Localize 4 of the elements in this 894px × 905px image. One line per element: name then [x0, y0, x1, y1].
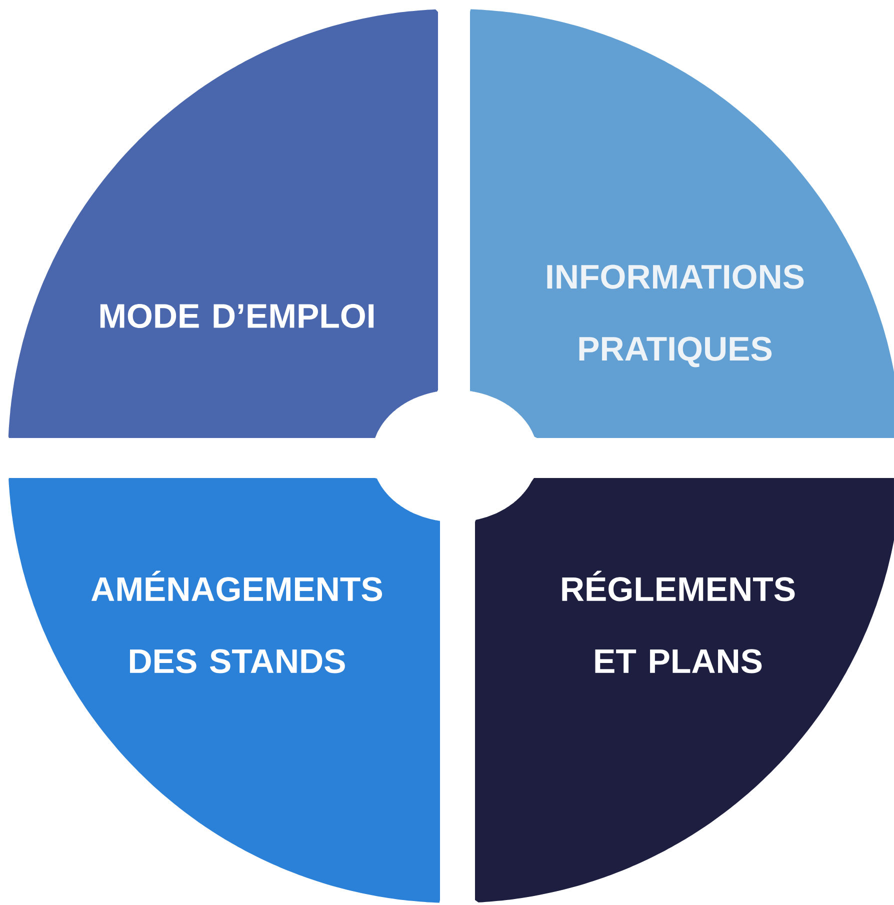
quadrant-segment: RÉGLEMENTS ET PLANS: [475, 478, 894, 902]
quadrant-segment: INFORMATIONS PRATIQUES: [470, 9, 894, 438]
quadrant-segment: MODE D’EMPLOI: [8, 9, 438, 438]
quadrant-segment: AMÉNAGEMENTS DES STANDS: [8, 478, 440, 903]
